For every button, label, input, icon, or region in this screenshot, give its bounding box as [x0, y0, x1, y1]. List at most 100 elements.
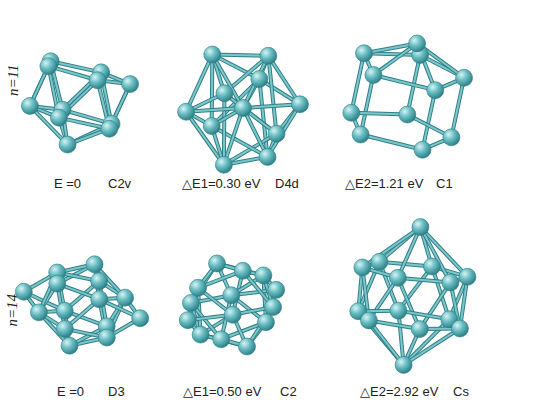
bond: [211, 55, 214, 127]
bond-outline: [210, 55, 215, 127]
atom: [389, 269, 406, 286]
atom: [86, 256, 103, 273]
atom: [91, 273, 108, 290]
bond-group: [24, 264, 140, 345]
atom: [117, 289, 134, 306]
atom: [49, 275, 66, 292]
energy-symmetry-label: E =0: [54, 177, 81, 191]
atom: [235, 100, 252, 117]
energy-symmetry-label: △E1=0.30 eV: [182, 177, 260, 191]
atom: [238, 338, 255, 355]
bond: [186, 112, 224, 165]
bond: [451, 78, 464, 138]
bond-group: [186, 55, 300, 165]
atom: [427, 82, 444, 99]
energy-symmetry-label: D4d: [275, 177, 299, 191]
bond: [212, 55, 243, 108]
atom: [223, 287, 240, 304]
bond-outline: [404, 328, 460, 364]
atom: [257, 314, 274, 331]
bond-outline: [361, 135, 423, 150]
atom: [291, 96, 308, 113]
atom: [216, 85, 233, 102]
bond-outline: [351, 53, 364, 113]
atom: [122, 76, 139, 93]
atom: [182, 294, 199, 311]
atom: [30, 304, 47, 321]
atom: [456, 69, 473, 86]
bond-group: [188, 263, 276, 346]
atom: [354, 259, 371, 276]
atom: [268, 125, 285, 142]
atom: [203, 118, 220, 135]
atom: [224, 306, 241, 323]
cluster-model: [343, 35, 473, 158]
atom: [56, 302, 73, 319]
atom: [190, 279, 207, 296]
atom: [178, 103, 195, 120]
bond-outline: [420, 227, 450, 282]
bond: [423, 90, 436, 150]
atom: [213, 331, 230, 348]
bond: [373, 75, 435, 90]
atom: [132, 310, 149, 327]
bond-outline: [361, 75, 374, 135]
bond-outline: [212, 55, 243, 108]
bond-group: [358, 227, 467, 365]
atom: [204, 46, 221, 63]
atom: [234, 262, 251, 279]
bond-group: [351, 43, 464, 149]
atom: [61, 337, 78, 354]
atom: [209, 255, 226, 272]
energy-symmetry-label: △E2=2.92 eV: [360, 385, 438, 399]
energy-symmetry-label: C2: [280, 385, 297, 399]
atom: [265, 299, 282, 316]
atom-group: [21, 53, 138, 153]
atom: [56, 320, 73, 337]
atom: [443, 129, 460, 146]
bond: [361, 135, 423, 150]
bond-outline: [451, 78, 464, 138]
atom: [409, 35, 426, 52]
atom: [399, 106, 416, 123]
cluster-model: [179, 255, 284, 355]
cluster-model: [350, 219, 476, 374]
atom: [260, 47, 277, 64]
atom: [59, 136, 76, 153]
atom: [192, 326, 209, 343]
cluster-size-label: n=14: [4, 294, 21, 327]
atom-group: [343, 35, 473, 158]
atom: [459, 268, 476, 285]
cluster-model: [15, 256, 148, 354]
energy-symmetry-label: C1: [436, 177, 453, 191]
atom: [101, 120, 118, 137]
atom: [395, 356, 412, 373]
atom: [255, 267, 272, 284]
atom: [360, 312, 377, 329]
energy-symmetry-label: Cs: [453, 385, 469, 399]
cluster-size-label: n=11: [4, 64, 21, 96]
cluster-model: [178, 46, 309, 173]
atom: [89, 72, 106, 89]
bond: [420, 227, 450, 282]
atom: [423, 258, 440, 275]
atom: [451, 320, 468, 337]
atom: [343, 104, 360, 121]
bond: [404, 328, 460, 364]
atom: [390, 302, 407, 319]
atom: [215, 156, 232, 173]
atom: [40, 58, 57, 75]
atom: [442, 274, 459, 291]
cluster-model: [21, 53, 138, 153]
atom: [91, 291, 108, 308]
atom: [356, 45, 373, 62]
atom: [98, 329, 115, 346]
atom: [251, 71, 268, 88]
bond-outline: [267, 104, 299, 157]
bond: [361, 75, 374, 135]
energy-symmetry-label: E =0: [57, 385, 84, 399]
energy-symmetry-label: △E2=1.21 eV: [345, 177, 423, 191]
atom: [21, 97, 38, 114]
